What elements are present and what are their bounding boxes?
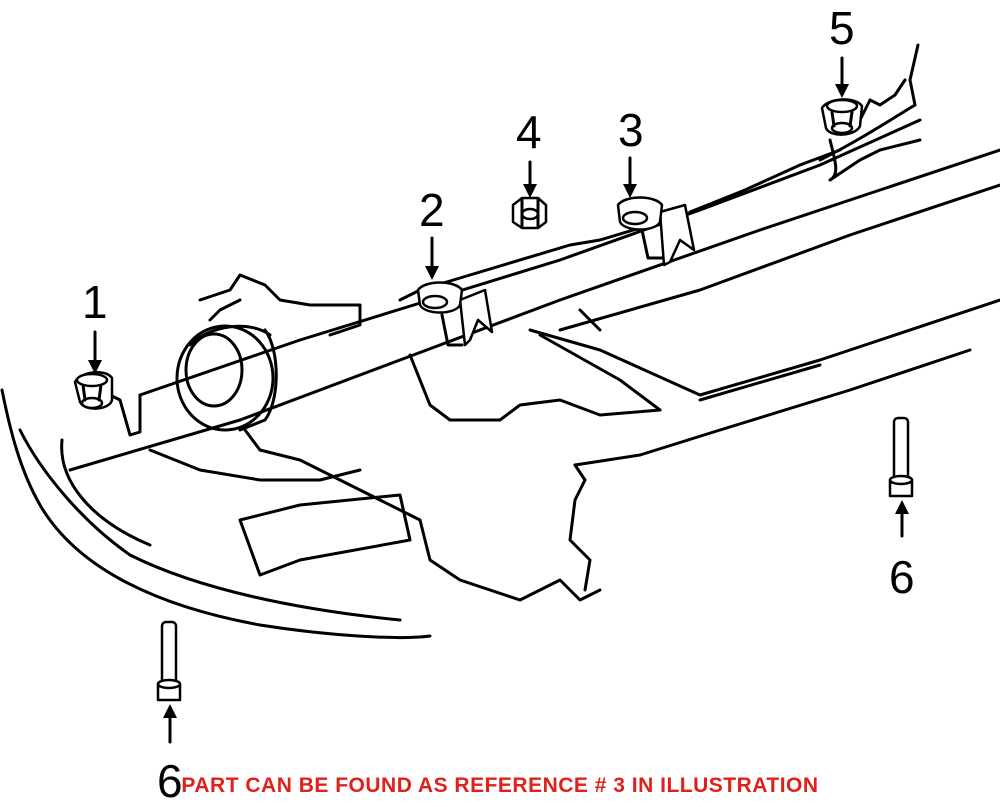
nut-4[interactable] (511, 196, 548, 230)
bolt-6-right[interactable] (888, 416, 914, 498)
arrow-1-icon (88, 360, 102, 374)
callout-3: 3 (618, 104, 644, 156)
mount-bushing-5[interactable] (820, 98, 864, 136)
arrow-5-icon (835, 84, 849, 98)
bolt-6-left[interactable] (156, 620, 182, 702)
leader-arrows (88, 56, 909, 744)
arrow-6a-icon (895, 500, 909, 514)
frame-drawing (0, 43, 1000, 639)
callout-5: 5 (829, 2, 855, 54)
arrow-6b-icon (163, 704, 177, 718)
mount-bracket-3[interactable] (616, 196, 696, 267)
arrow-3-icon (623, 184, 637, 198)
mount-bracket-2[interactable] (416, 281, 494, 347)
reference-caption: PART CAN BE FOUND AS REFERENCE # 3 IN IL… (181, 774, 819, 797)
callout-1: 1 (82, 276, 108, 328)
callout-2: 2 (419, 184, 445, 236)
callout-4: 4 (516, 106, 542, 158)
arrow-2-icon (425, 266, 439, 280)
mount-bushing-1[interactable] (73, 370, 114, 410)
callout-6-right: 6 (889, 551, 915, 603)
arrow-4-icon (523, 184, 537, 198)
callout-6-left: 6 (157, 755, 183, 807)
